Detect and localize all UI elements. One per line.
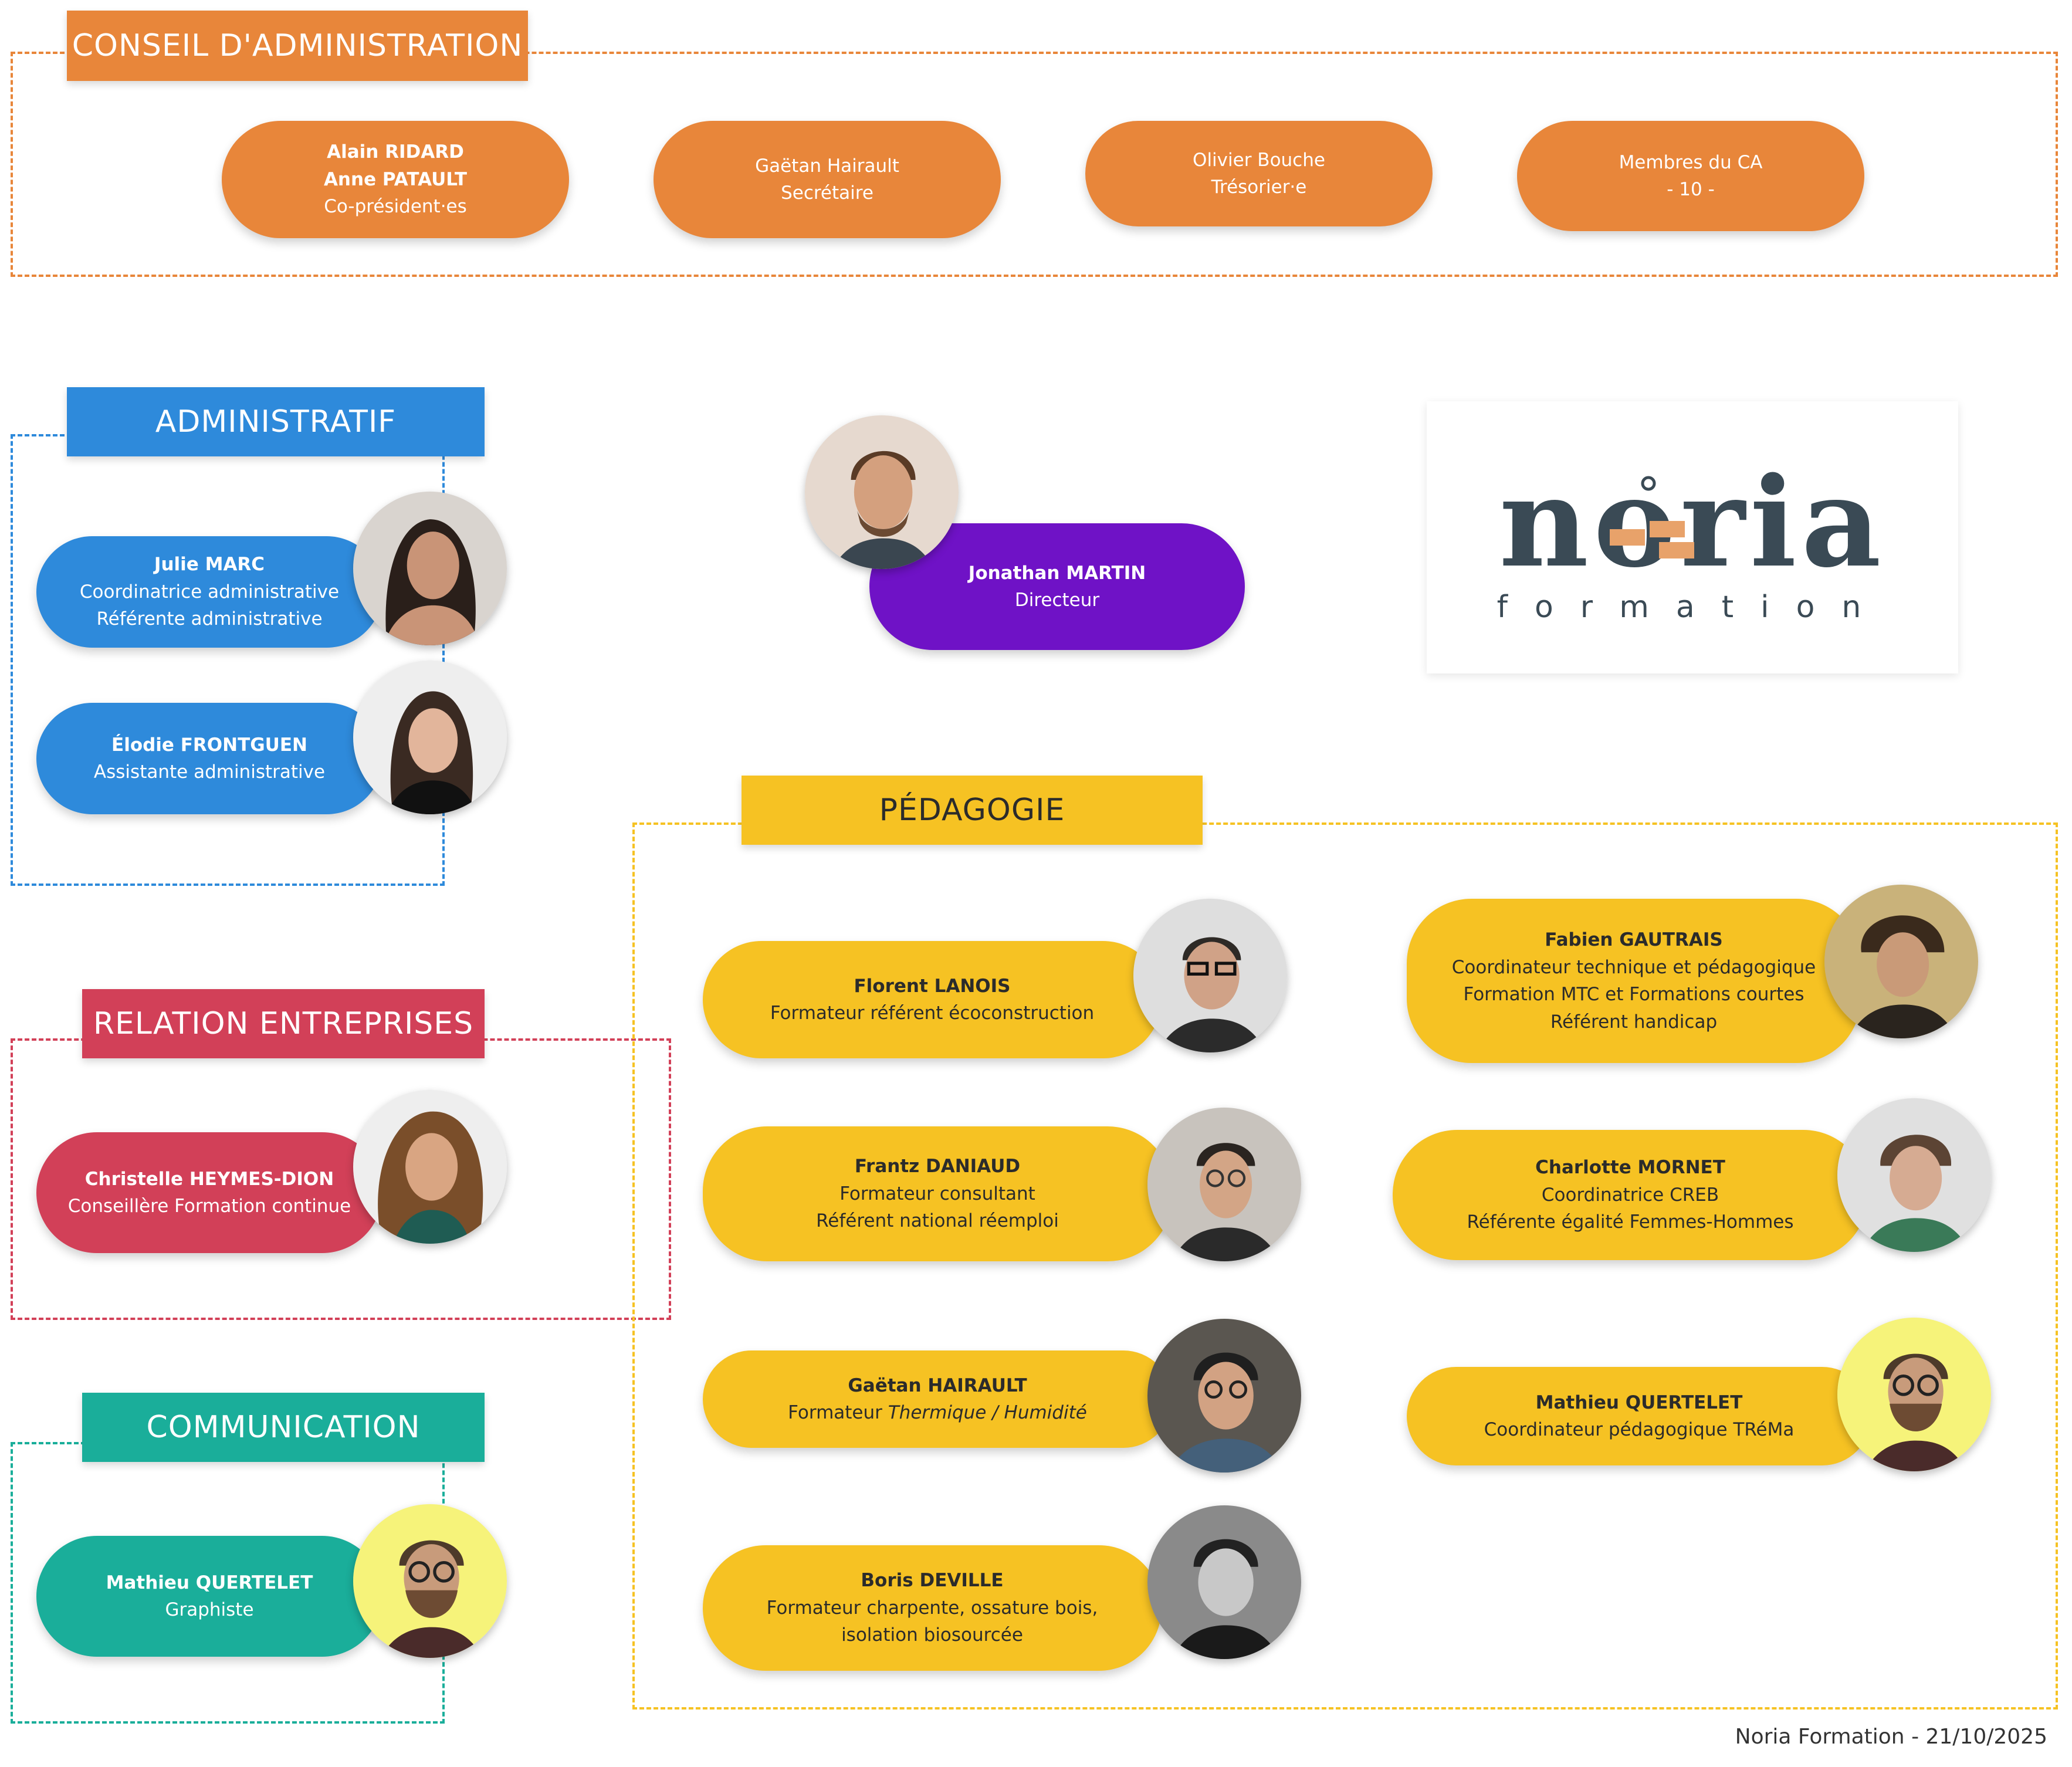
person-boris-deville: Boris DEVILLE Formateur charpente, ossat… [703,1545,1162,1671]
ca-tresorier: Olivier Bouche Trésorier·e [1085,121,1433,226]
ca-membres: Membres du CA - 10 - [1517,121,1864,231]
person-christelle-heymes-dion: Christelle HEYMES-DION Conseillère Forma… [36,1132,382,1253]
person-role-italic: Thermique / Humidité [888,1402,1087,1423]
person-role: Formateur charpente, ossature bois, [766,1597,1098,1619]
communication-header: COMMUNICATION [82,1393,485,1462]
conseil-header: CONSEIL D'ADMINISTRATION [67,11,528,81]
avatar-charlotte-mornet [1837,1098,1991,1252]
avatar-mathieu-quertelet [353,1504,507,1658]
person-role: Formateur référent écoconstruction [770,1003,1095,1024]
ca-secretaire: Gaëtan Hairault Secrétaire [654,121,1001,238]
person-name: Mathieu QUERTELET [1535,1392,1743,1413]
person-role: Formateur Thermique / Humidité [788,1399,1087,1427]
person-role: Coordinatrice administrative [79,581,340,602]
person-name: Élodie FRONTGUEN [111,734,307,756]
person-role: Formation MTC et Formations courtes [1463,984,1804,1005]
person-role: Coordinateur pédagogique TRéMa [1484,1419,1795,1440]
person-gaetan-hairault: Gaëtan HAIRAULT Formateur Thermique / Hu… [703,1350,1172,1448]
person-fabien-gautrais: Fabien GAUTRAIS Coordinateur technique e… [1407,899,1861,1063]
conseil-frame [11,52,2058,277]
ca-membres-label: Membres du CA [1619,151,1763,173]
ca-name-1: Alain RIDARD [327,141,464,163]
avatar-julie-marc [353,492,507,645]
pedagogie-header: PÉDAGOGIE [742,776,1203,845]
ca-copresidents: Alain RIDARD Anne PATAULT Co-président·e… [222,121,569,238]
person-role: Référent national réemploi [816,1210,1059,1232]
person-julie-marc: Julie MARC Coordinatrice administrative … [36,536,382,648]
ca-tresorier-role: Trésorier·e [1211,177,1307,198]
ca-membres-count: - 10 - [1667,179,1715,200]
person-role: Coordinateur technique et pédagogique [1451,956,1816,978]
avatar-frantz-daniaud [1147,1108,1301,1261]
avatar-florent-lanois [1133,899,1287,1052]
administratif-frame [11,434,445,886]
ca-role: Co-président·es [324,196,467,218]
person-florent-lanois: Florent LANOIS Formateur référent écocon… [703,941,1162,1058]
person-name: Fabien GAUTRAIS [1545,929,1723,950]
pedagogie-frame [632,822,2058,1710]
person-role: isolation biosourcée [841,1624,1023,1646]
person-name: Boris DEVILLE [861,1570,1004,1592]
person-role: Référente égalité Femmes-Hommes [1467,1211,1794,1233]
administratif-header: ADMINISTRATIF [67,387,485,456]
person-role: Assistante administrative [93,761,326,783]
logo-card: noria formation [1427,401,1958,673]
avatar-christelle-heymes-dion [353,1090,507,1244]
person-elodie-frontguen: Élodie FRONTGUEN Assistante administrati… [36,703,382,814]
person-charlotte-mornet: Charlotte MORNET Coordinatrice CREB Réfé… [1393,1130,1868,1260]
avatar-boris-deville [1147,1505,1301,1659]
ca-name-2: Anne PATAULT [323,168,468,190]
person-role: Référent handicap [1550,1011,1718,1033]
person-role: Formateur consultant [839,1183,1035,1204]
person-name: Mathieu QUERTELET [106,1572,313,1593]
person-name: Christelle HEYMES-DION [84,1168,334,1190]
person-jonathan-martin: Jonathan MARTIN Directeur [869,523,1245,650]
person-role: Coordinatrice CREB [1541,1184,1719,1206]
avatar-elodie-frontguen [353,661,507,814]
person-frantz-daniaud: Frantz DANIAUD Formateur consultant Réfé… [703,1126,1172,1261]
person-role: Conseillère Formation continue [67,1196,351,1217]
person-name: Charlotte MORNET [1535,1157,1725,1179]
avatar-jonathan-martin [805,415,959,569]
person-name: Julie MARC [154,554,265,576]
ca-tresorier-name: Olivier Bouche [1193,149,1325,171]
person-role-prefix: Formateur [788,1402,882,1423]
logo-word: noria [1499,450,1885,595]
person-name: Gaëtan HAIRAULT [848,1375,1027,1396]
ca-secretaire-role: Secrétaire [781,182,874,204]
noria-logo: noria formation [1497,450,1888,625]
person-role: Référente administrative [96,608,323,630]
person-name: Florent LANOIS [854,975,1011,997]
ca-secretaire-name: Gaëtan Hairault [755,155,899,177]
person-mathieu-quertelet-pedagogie: Mathieu QUERTELET Coordinateur pédagogiq… [1407,1367,1871,1465]
footer-credit: Noria Formation - 21/10/2025 [1735,1725,2047,1749]
person-mathieu-quertelet-graphiste: Mathieu QUERTELET Graphiste [36,1536,382,1657]
person-role: Graphiste [165,1599,254,1620]
avatar-gaetan-hairault [1147,1319,1301,1472]
avatar-fabien-gautrais [1824,885,1978,1038]
avatar-mathieu-quertelet-pedagogie [1837,1318,1991,1471]
person-role: Directeur [1014,590,1100,611]
person-name: Jonathan MARTIN [968,562,1146,584]
relation-header: RELATION ENTREPRISES [82,989,485,1058]
person-name: Frantz DANIAUD [854,1156,1021,1177]
logo-sub: formation [1497,590,1888,625]
